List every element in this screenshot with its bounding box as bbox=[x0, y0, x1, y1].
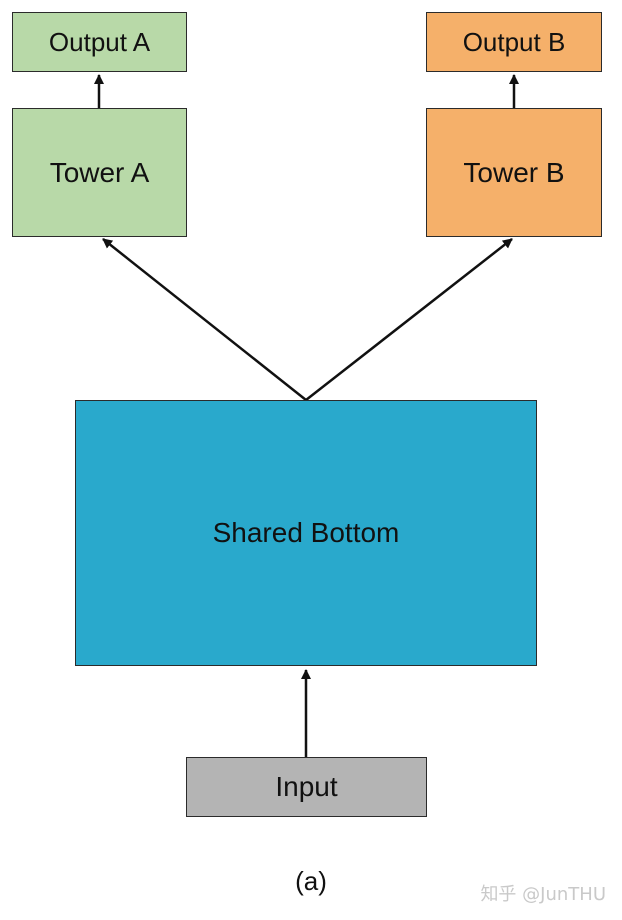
input-label: Input bbox=[275, 771, 338, 802]
output-b-box: Output B bbox=[426, 12, 602, 72]
arrow-shared-bottom-to-tower-b bbox=[305, 238, 513, 401]
tower-b-box: Tower B bbox=[426, 108, 602, 237]
output-b-label: Output B bbox=[462, 26, 566, 57]
shared-bottom-box: Shared Bottom bbox=[75, 400, 537, 666]
tower-a-box: Tower A bbox=[12, 108, 187, 237]
output-a-box: Output A bbox=[12, 12, 187, 72]
tower-b-label: Tower B bbox=[463, 156, 565, 188]
shared-bottom-label: Shared Bottom bbox=[212, 517, 400, 548]
output-a-label: Output A bbox=[48, 26, 151, 57]
figure-caption: (a) bbox=[295, 866, 327, 896]
arrow-shared-bottom-to-tower-a bbox=[102, 238, 307, 401]
watermark: 知乎 @JunTHU bbox=[480, 884, 606, 905]
tower-a-label: Tower A bbox=[49, 156, 150, 188]
input-box: Input bbox=[186, 757, 427, 817]
